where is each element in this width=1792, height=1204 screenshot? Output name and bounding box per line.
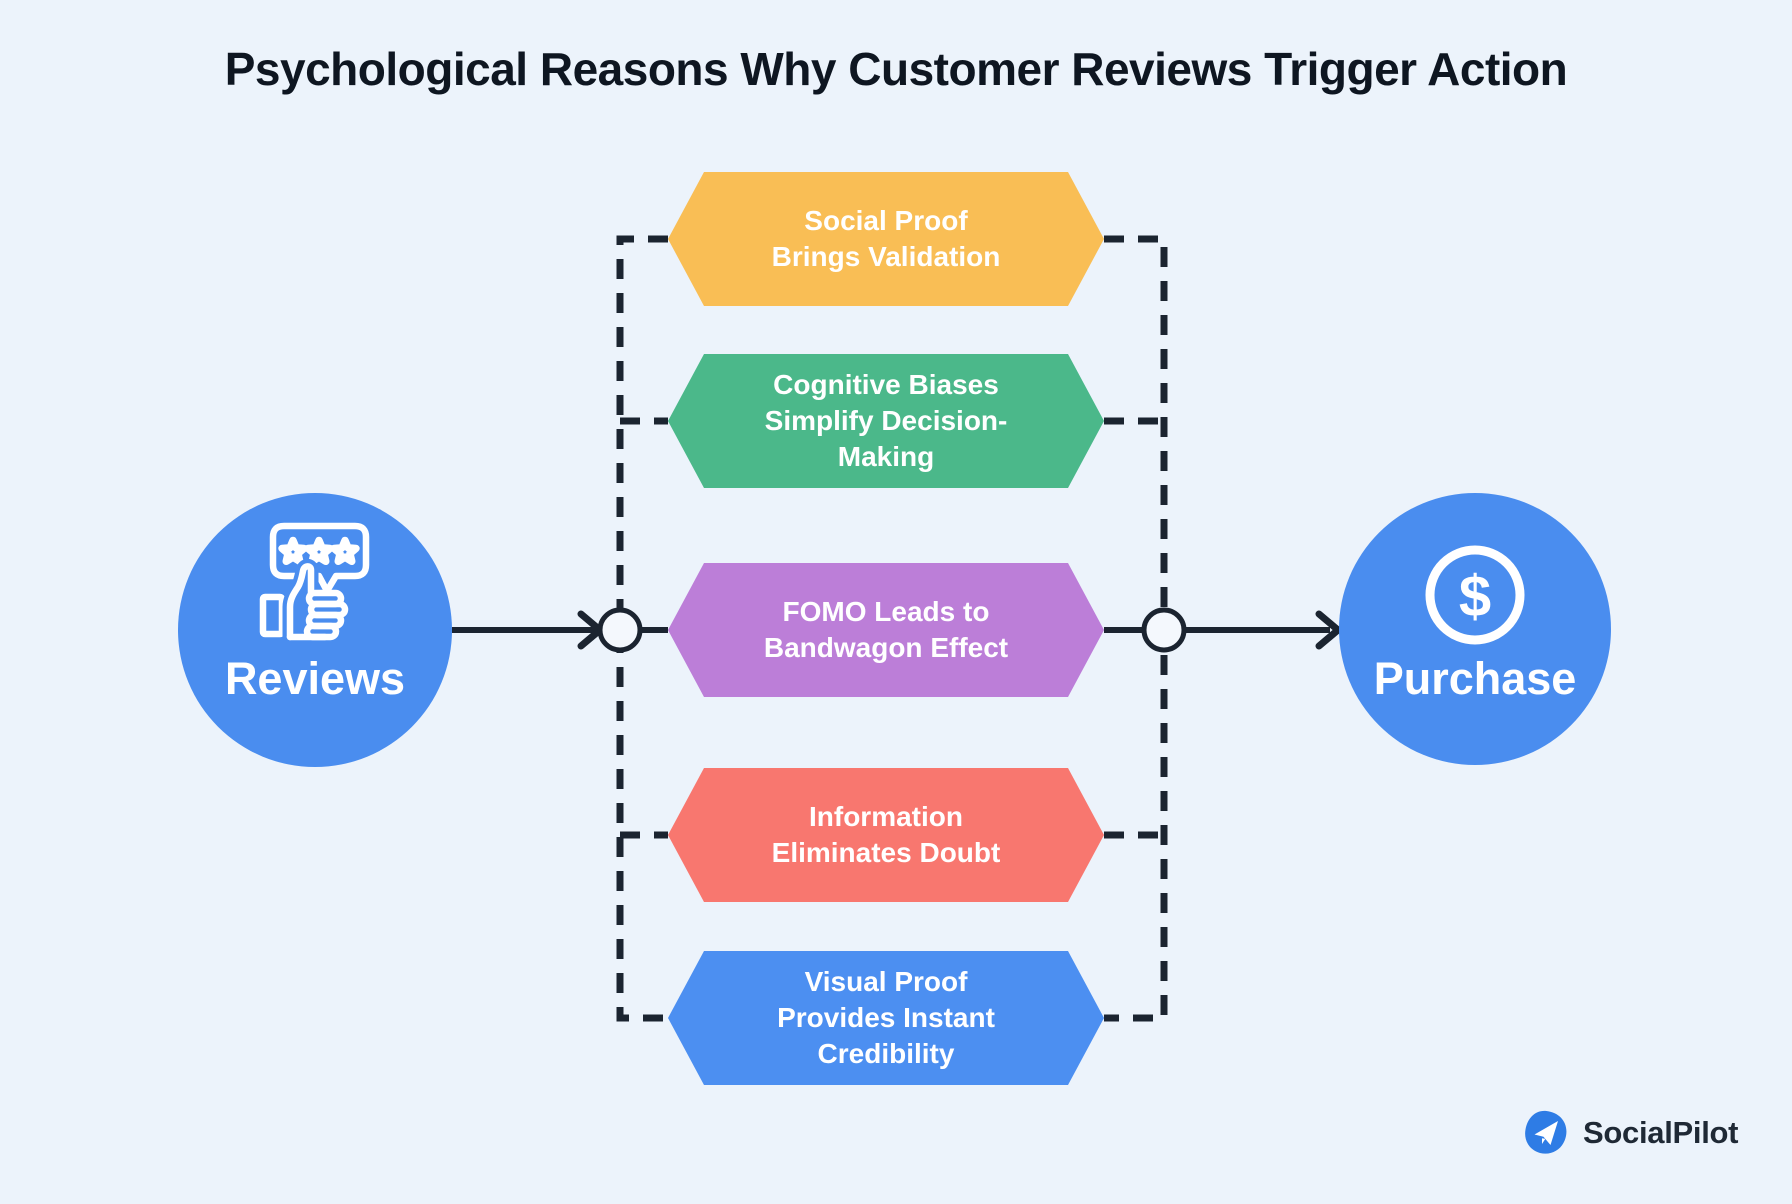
reason-label: Information Eliminates Doubt: [771, 801, 1001, 868]
reason-label: Cognitive Biases Simplify Decision- Maki…: [764, 369, 1008, 472]
purchase-label: Purchase: [1373, 653, 1577, 704]
reviews-node: Reviews: [178, 493, 452, 767]
junction-nodes: [597, 607, 1187, 653]
right-junction-node: [1141, 607, 1187, 653]
reason-label: FOMO Leads to Bandwagon Effect: [763, 596, 1009, 663]
socialpilot-logo-icon: [1525, 1110, 1567, 1154]
dollar-glyph: $: [1459, 564, 1491, 629]
dollar-ring: [1425, 545, 1525, 645]
reason-hex-information: Information Eliminates Doubt: [668, 768, 1104, 902]
dollar-icon: $: [1425, 545, 1525, 645]
reason-hex-social-proof: Social Proof Brings Validation: [668, 172, 1104, 306]
cuff: [259, 593, 286, 638]
reason-hex-fomo: FOMO Leads to Bandwagon Effect: [668, 563, 1104, 697]
star-2: [304, 536, 334, 566]
star-3: [330, 536, 360, 566]
purchase-arrowhead: [1315, 610, 1342, 650]
reason-hex-cognitive-biases: Cognitive Biases Simplify Decision- Maki…: [668, 354, 1104, 488]
star-1: [278, 536, 308, 566]
finger-4: [303, 622, 340, 641]
brand-name: SocialPilot: [1583, 1115, 1739, 1150]
purchase-node: $ Purchase: [1339, 493, 1611, 765]
thumb: [286, 563, 315, 641]
reason-label: Social Proof Brings Validation: [771, 205, 1001, 272]
paper-plane-icon: [1534, 1121, 1558, 1145]
brand-footer: SocialPilot: [1524, 1108, 1738, 1158]
reason-label: Visual Proof Provides Instant Credibilit…: [777, 966, 995, 1069]
left-junction-node: [597, 607, 643, 653]
reason-hex-visual-proof: Visual Proof Provides Instant Credibilit…: [668, 951, 1104, 1085]
page-title: Psychological Reasons Why Customer Revie…: [224, 43, 1568, 95]
speech-bubble: [269, 522, 370, 595]
left-dashed-rail: [616, 235, 668, 1022]
reviews-label: Reviews: [224, 653, 406, 704]
review-stars-thumbs-up-icon: [259, 522, 370, 645]
